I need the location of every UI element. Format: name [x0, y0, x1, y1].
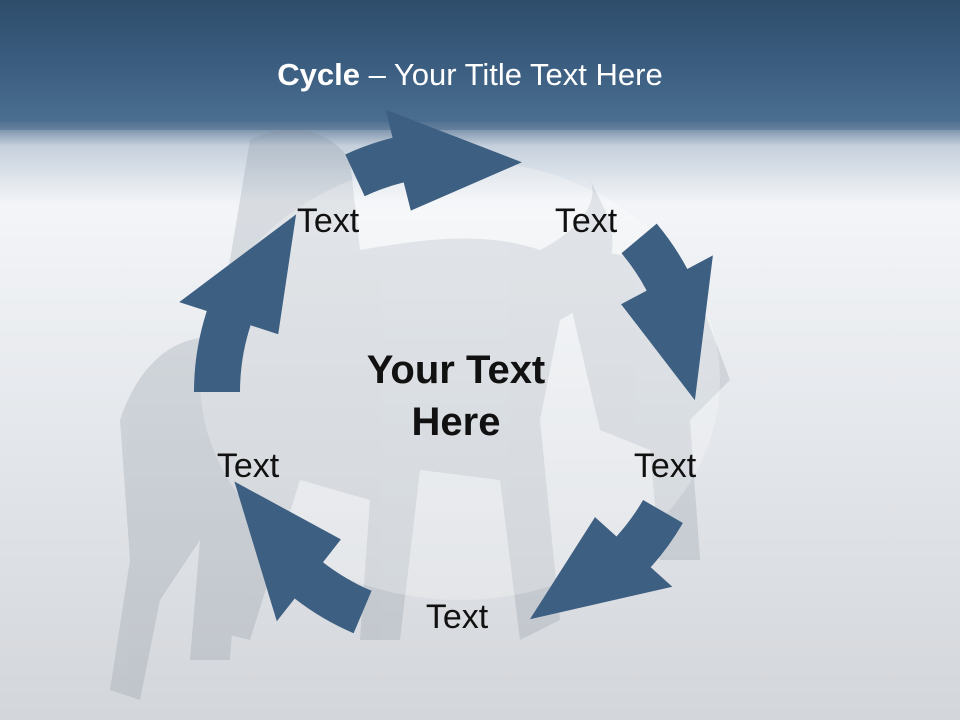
title-bar [0, 0, 960, 130]
cycle-arrow-5 [179, 214, 297, 392]
cycle-arrow-3 [529, 500, 683, 620]
title-emphasis: Cycle [277, 57, 360, 92]
center-text: Your Text Here [366, 348, 546, 444]
cycle-label-1: Text [296, 202, 360, 240]
cycle-label-4: Text [425, 598, 489, 636]
cycle-label-5: Text [216, 447, 280, 485]
cycle-arrow-2 [621, 223, 713, 401]
cycle-arrow-4 [234, 481, 372, 634]
cycle-label-2: Text [554, 202, 618, 240]
title-text: – Your Title Text Here [360, 57, 663, 92]
slide-title: Cycle – Your Title Text Here [0, 52, 940, 98]
cycle-arrow-1 [345, 109, 522, 211]
cycle-label-3: Text [633, 447, 697, 485]
